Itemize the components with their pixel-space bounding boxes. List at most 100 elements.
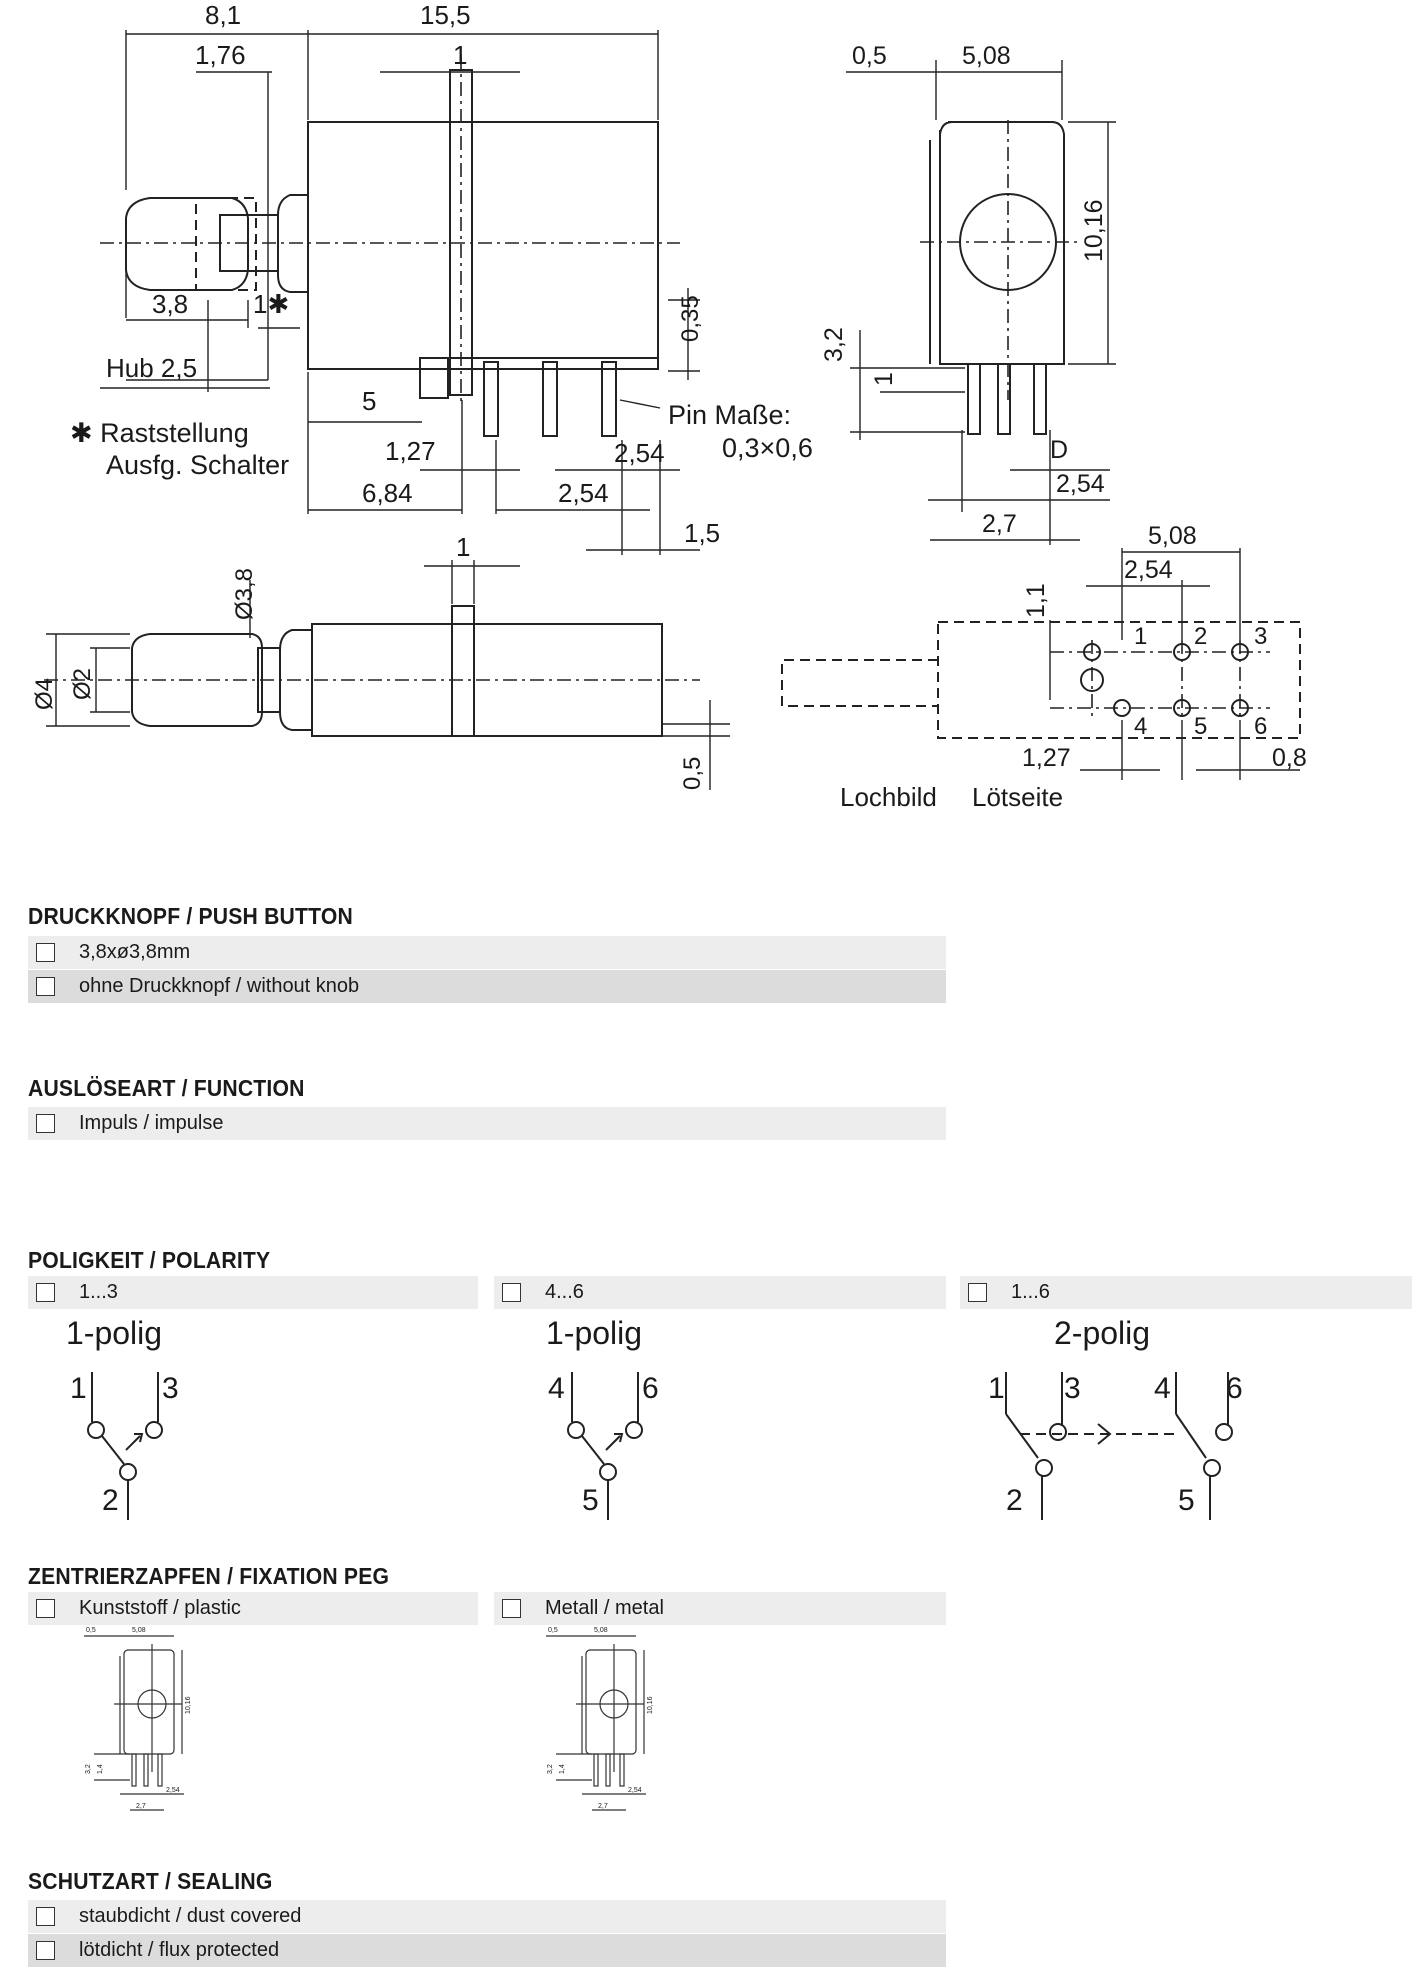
checkbox[interactable] [968,1283,987,1302]
diagram-title: 2-polig [1054,1315,1150,1351]
option-polarity-1-6[interactable]: 1...6 [960,1276,1412,1309]
dim-2-54a: 2,54 [614,438,665,468]
dim-0-8: 0,8 [1272,744,1307,772]
dim-10-16: 10,16 [1080,199,1108,262]
diagram-title: 1-polig [66,1315,162,1351]
pin-label-5: 5 [1178,1484,1195,1517]
option-label: lötdicht / flux protected [79,1939,280,1961]
thumb-dim-2-7: 2,7 [136,1803,146,1810]
checkbox[interactable] [36,1599,55,1618]
pin-num-1: 1 [1134,623,1147,650]
dim-3-2: 3,2 [820,327,848,362]
dim-0-5-top: 0,5 [679,757,706,790]
thumb-dim-2-7: 2,7 [598,1803,608,1810]
option-label: 3,8xø3,8mm [79,941,191,963]
pin-label-5: 5 [582,1484,599,1517]
polarity-diagram-1-3: 1-polig 1 3 2 [66,1315,179,1520]
thumb-dim-0-5: 0,5 [86,1627,96,1634]
checkbox[interactable] [36,1114,55,1133]
dim-2-54-side: 2,54 [1056,470,1105,498]
pin-num-5: 5 [1194,713,1207,740]
checkbox[interactable] [502,1283,521,1302]
option-label: 4...6 [545,1281,584,1303]
checkbox[interactable] [36,1941,55,1960]
dim-5: 5 [362,386,376,416]
pin-num-3: 3 [1254,623,1267,650]
thumb-dim-2-54: 2,54 [166,1787,180,1794]
option-label: ohne Druckknopf / without knob [79,975,360,997]
dim-1-27-hole: 1,27 [1022,744,1071,772]
pin-label-3: 3 [1064,1372,1081,1405]
dim-6-84: 6,84 [362,478,413,508]
pin-label-1: 1 [70,1372,87,1405]
section-title-sealing: SCHUTZART / SEALING [28,1868,273,1894]
pin-label-6: 6 [1226,1372,1243,1405]
checkbox[interactable] [36,943,55,962]
rast-note-2: Ausfg. Schalter [106,450,289,480]
checkbox[interactable] [36,1283,55,1302]
pin-label-6: 6 [642,1372,659,1405]
dim-0-35: 0,35 [677,295,704,342]
dim-2-7: 2,7 [982,510,1017,538]
pin-label-3: 3 [162,1372,179,1405]
dim-8-1: 8,1 [205,0,241,30]
section-title-function: AUSLÖSEART / FUNCTION [28,1075,305,1101]
dim-D: D [1050,436,1068,464]
thumb-dim-1-4: 1,4 [559,1764,566,1774]
option-label: Metall / metal [545,1597,664,1619]
diagram-title: 1-polig [546,1315,642,1351]
dim-1-top: 1 [456,532,470,562]
thumb-dim-3-2: 3,2 [547,1764,554,1774]
checkbox[interactable] [36,977,55,996]
section-title-push-button: DRUCKKNOPF / PUSH BUTTON [28,903,353,929]
option-dust-covered[interactable]: staubdicht / dust covered [28,1900,946,1933]
loetseite-label: Lötseite [972,782,1063,812]
pin-num-4: 4 [1134,713,1147,740]
dim-5-08: 5,08 [962,42,1011,70]
switch-side-view: 8,1 15,5 1,76 1 3,8 1✱ Hub 2,5 0,35 5 1,… [70,0,813,555]
peg-thumbnail-plastic: 0,5 5,08 10,16 3,2 1,4 2,54 2,7 [84,1627,192,1811]
thumb-dim-5-08: 5,08 [594,1627,608,1634]
pin-num-2: 2 [1194,623,1207,650]
option-knob-3-8[interactable]: 3,8xø3,8mm [28,936,946,969]
pin-num-6: 6 [1254,713,1267,740]
dim-1-1: 1,1 [1022,583,1050,618]
option-polarity-4-6[interactable]: 4...6 [494,1276,946,1309]
checkbox[interactable] [36,1907,55,1926]
thumb-dim-1-4: 1,4 [97,1764,104,1774]
dim-1-star: 1✱ [253,289,289,319]
option-label: 1...3 [79,1281,118,1303]
rast-note-1: ✱ Raststellung [70,418,249,448]
switch-top-view: 1 Ø3,8 Ø4 Ø2 0,5 [31,532,730,790]
pin-label-4: 4 [548,1372,565,1405]
pin-label-2: 2 [102,1484,119,1517]
thumb-dim-0-5: 0,5 [548,1627,558,1634]
thumb-dim-10-16: 10,16 [647,1696,654,1714]
pin-label-2: 2 [1006,1484,1023,1517]
checkbox[interactable] [502,1599,521,1618]
option-polarity-1-3[interactable]: 1...3 [28,1276,478,1309]
dim-phi-3-8: Ø3,8 [231,568,258,620]
option-impulse[interactable]: Impuls / impulse [28,1107,946,1140]
dim-5-08-hole: 5,08 [1148,522,1197,550]
pin-dims-label: Pin Maße: [668,400,791,430]
polarity-diagram-1-6: 2-polig 1 3 2 4 6 5 [988,1315,1243,1520]
pin-label-1: 1 [988,1372,1005,1405]
option-label: staubdicht / dust covered [79,1905,302,1927]
dim-2-54b: 2,54 [558,478,609,508]
option-peg-metal[interactable]: Metall / metal [494,1592,946,1625]
option-without-knob[interactable]: ohne Druckknopf / without knob [28,970,946,1003]
option-label: Kunststoff / plastic [79,1597,241,1619]
switch-end-view: 0,5 5,08 10,16 3,2 1 D 2,54 2,7 [820,42,1116,545]
dim-1-side: 1 [870,372,898,386]
dim-1-76: 1,76 [195,40,246,70]
dim-1: 1 [453,40,467,70]
thumb-dim-10-16: 10,16 [185,1696,192,1714]
section-title-fixation-peg: ZENTRIERZAPFEN / FIXATION PEG [28,1563,390,1589]
dim-phi-4: Ø4 [31,678,58,710]
lochbild-label: Lochbild [840,782,937,812]
option-label: Impuls / impulse [79,1112,224,1134]
option-peg-plastic[interactable]: Kunststoff / plastic [28,1592,478,1625]
option-flux-protected[interactable]: lötdicht / flux protected [28,1934,946,1967]
dim-2-54-hole: 2,54 [1124,556,1173,584]
